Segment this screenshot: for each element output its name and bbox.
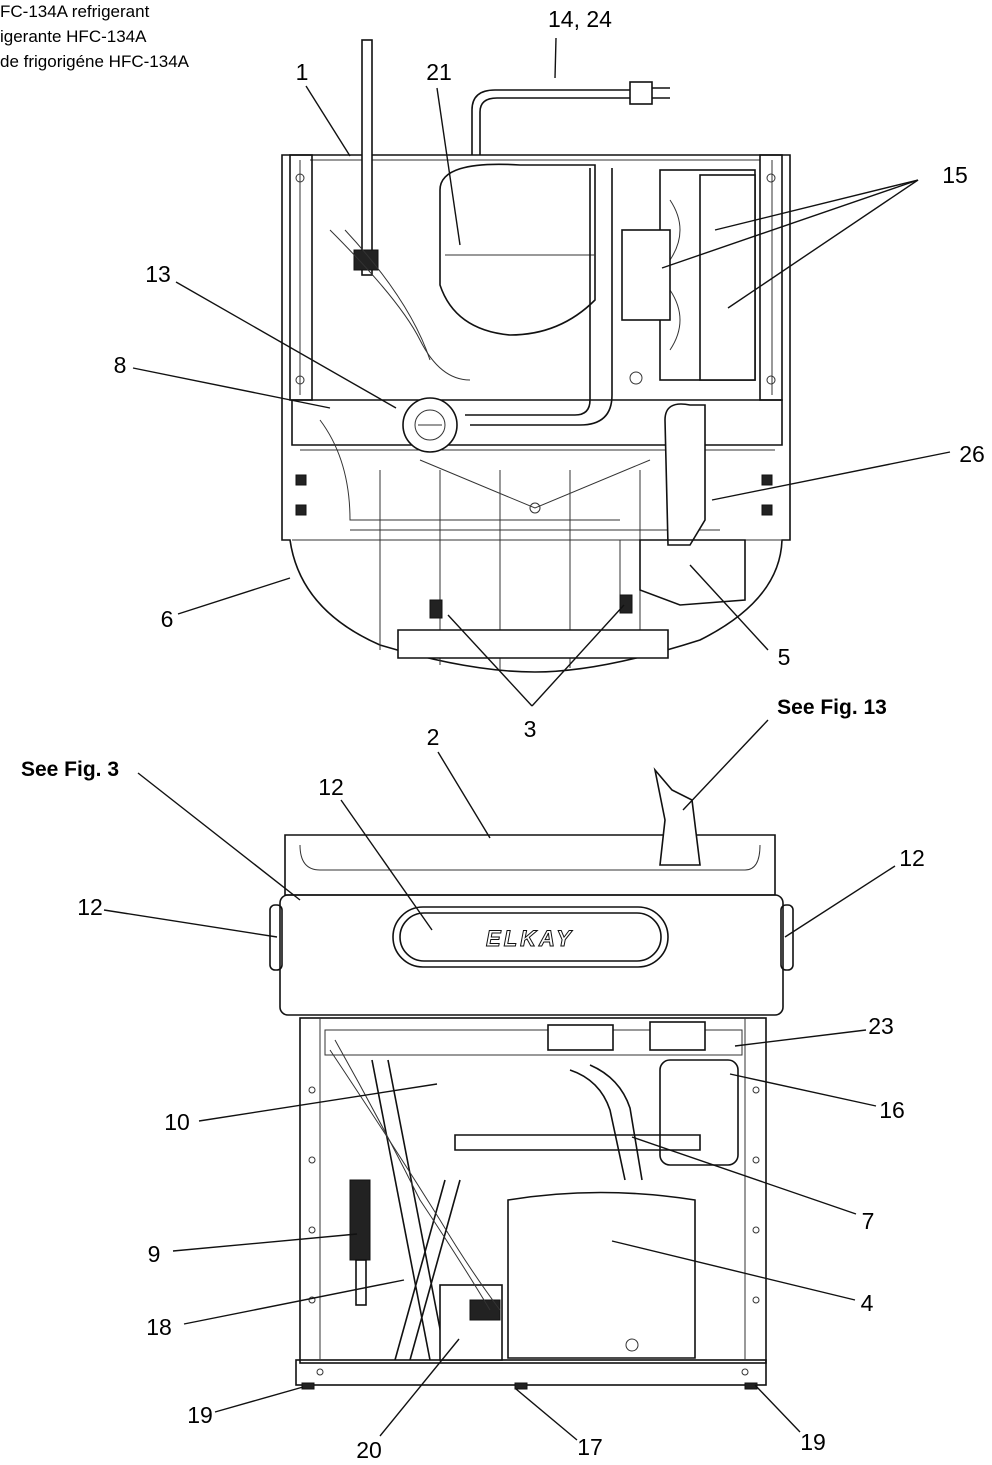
callout-12-left: 12 bbox=[77, 894, 103, 920]
leader-lines bbox=[103, 37, 951, 1441]
callout-9: 9 bbox=[148, 1241, 161, 1267]
front-view: ELKAY bbox=[269, 767, 794, 1390]
callout-21: 21 bbox=[426, 59, 452, 85]
callout-7: 7 bbox=[862, 1208, 875, 1234]
callout-26: 26 bbox=[959, 441, 985, 467]
refrigerant-note-en: FC-134A refrigerant bbox=[0, 2, 150, 21]
callout-2: 2 bbox=[427, 724, 440, 750]
refrigerant-note-es: igerante HFC-134A bbox=[0, 27, 147, 46]
callout-16: 16 bbox=[879, 1097, 905, 1123]
callout-4: 4 bbox=[861, 1290, 874, 1316]
callout-1: 1 bbox=[296, 59, 309, 85]
callout-23: 23 bbox=[868, 1013, 894, 1039]
callout-17: 17 bbox=[577, 1434, 603, 1460]
callout-18: 18 bbox=[146, 1314, 172, 1340]
callout-12-center: 12 bbox=[318, 774, 344, 800]
elkay-logo: ELKAY bbox=[486, 926, 574, 951]
callout-12-right: 12 bbox=[899, 845, 925, 871]
callout-5: 5 bbox=[778, 644, 791, 670]
callout-6: 6 bbox=[161, 606, 174, 632]
callout-20: 20 bbox=[356, 1437, 382, 1463]
callout-14-24: 14, 24 bbox=[548, 6, 612, 32]
callout-19-right: 19 bbox=[800, 1429, 826, 1455]
see-fig-13: See Fig. 13 bbox=[777, 696, 887, 719]
callout-19-left: 19 bbox=[187, 1402, 213, 1428]
see-fig-3: See Fig. 3 bbox=[21, 758, 119, 781]
callout-3: 3 bbox=[524, 716, 537, 742]
top-view bbox=[281, 39, 791, 673]
callout-10: 10 bbox=[164, 1109, 190, 1135]
callout-8: 8 bbox=[114, 352, 127, 378]
refrigerant-note-fr: de frigorigéne HFC-134A bbox=[0, 52, 189, 71]
callout-labels: 1 21 14, 24 15 13 8 26 6 5 3 2 See Fig. … bbox=[21, 6, 985, 1463]
callout-15: 15 bbox=[942, 162, 968, 188]
callout-13: 13 bbox=[145, 261, 171, 287]
